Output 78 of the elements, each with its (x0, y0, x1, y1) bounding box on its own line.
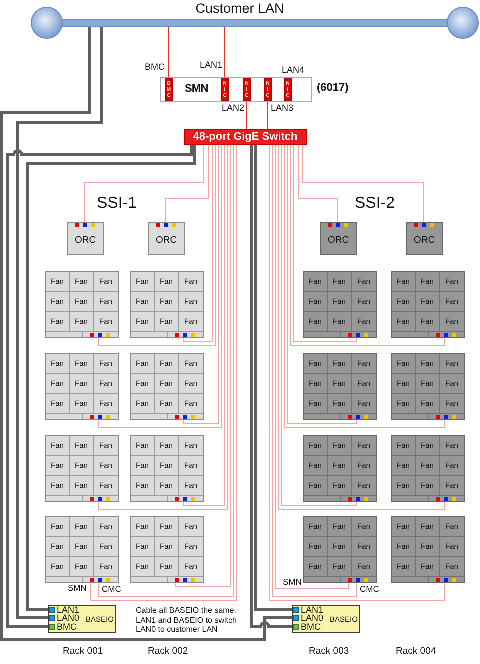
port-label: LAN0 (301, 614, 324, 622)
port-label: LAN1 (57, 606, 80, 614)
port-label: LAN0 (57, 614, 80, 622)
port-label: BMC (145, 63, 165, 73)
cable-line (0, 27, 293, 642)
chassis-unit (45, 516, 119, 583)
chassis-unit (391, 516, 465, 583)
cable-line (6, 145, 194, 628)
chassis-unit (391, 353, 465, 420)
chassis-unit (303, 435, 377, 502)
chassis-unit (45, 353, 119, 420)
rack-label: Rack 001 (63, 646, 104, 657)
model-number: (6017) (317, 82, 349, 94)
cable-line (26, 145, 196, 612)
cable-line (288, 144, 358, 424)
unit-label: ORC (156, 235, 178, 246)
rack-label: Rack 004 (396, 646, 436, 657)
note-text: Cable all BASEIO the same. LAN1 and BASEIO to switch LAN0 to customer LAN (136, 606, 238, 635)
cable-line (98, 144, 222, 428)
cable-line (290, 144, 446, 346)
port-label: LAN2 (222, 104, 245, 114)
unit-label: ORC (74, 235, 96, 246)
cable-line (98, 144, 216, 346)
port-label: SMN (283, 578, 302, 588)
chassis-unit (130, 353, 204, 420)
cable-line (282, 144, 358, 506)
rack-label: Rack 003 (309, 646, 350, 657)
controller-unit (320, 222, 357, 255)
network-switch: 48-port GigE Switch (184, 129, 307, 145)
cable-line (278, 144, 446, 510)
controller-unit (67, 222, 104, 255)
cable-line (184, 144, 220, 424)
cable-line (176, 144, 232, 588)
chassis-unit (303, 516, 377, 583)
controller-unit (406, 222, 443, 255)
io-module (292, 605, 360, 633)
chassis-unit (130, 271, 204, 338)
port-label: LAN4 (282, 66, 305, 76)
chassis-unit (45, 271, 119, 338)
chassis-unit (130, 516, 204, 583)
cable-line (302, 144, 424, 222)
rack-label: Rack 002 (148, 646, 188, 657)
unit-label: ORC (414, 235, 436, 246)
port-label: LAN1 (200, 61, 223, 71)
port-label: BMC (57, 623, 77, 631)
group-title: SSI-1 (97, 195, 138, 213)
cable-line (16, 27, 104, 620)
cable-line (98, 144, 228, 510)
cable-line (224, 26, 226, 78)
chassis-unit (130, 435, 204, 502)
io-module (48, 605, 116, 633)
cable-line (166, 144, 210, 222)
group-title: SSI-2 (355, 195, 396, 213)
port-label: LAN3 (271, 104, 294, 114)
cable-line (298, 144, 338, 222)
cable-line (294, 144, 358, 342)
cable-line (284, 144, 446, 428)
chassis-unit (303, 353, 377, 420)
cable-line (184, 144, 214, 342)
cable-line (246, 100, 248, 130)
unit-label: ORC (328, 235, 350, 246)
chassis-unit (303, 271, 377, 338)
port-label: BMC (301, 623, 321, 631)
chassis-unit (45, 435, 119, 502)
port-label: CMC (102, 585, 122, 594)
cable-line (168, 26, 170, 78)
server-label: SMN (185, 83, 208, 96)
server-unit (160, 77, 312, 102)
port-label: SMN (68, 584, 87, 594)
cable-line (184, 144, 226, 506)
cable-line (270, 144, 446, 602)
port-label: CMC (360, 585, 380, 594)
port-label: LAN1 (301, 606, 324, 614)
chassis-unit (391, 271, 465, 338)
network-title: Customer LAN (196, 1, 284, 16)
cable-line (84, 144, 204, 222)
chassis-unit (391, 435, 465, 502)
controller-unit (148, 222, 185, 255)
